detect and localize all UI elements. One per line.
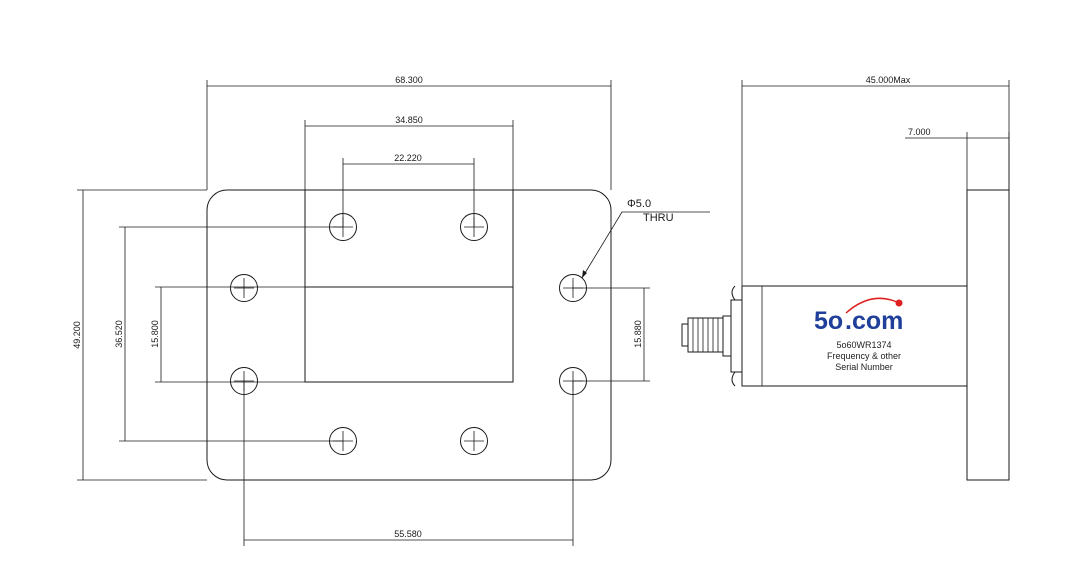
hole-thru-note: THRU <box>643 212 674 224</box>
dim-label: 22.220 <box>394 153 422 163</box>
dim-aperture-height-left: 15.800 <box>150 286 305 383</box>
connector-hex <box>722 315 732 357</box>
dim-overall-height: 49.200 <box>72 189 207 481</box>
mounting-hole <box>230 274 258 302</box>
logo-text: .com <box>845 307 903 335</box>
dim-flange-thickness: 7.000 <box>905 127 1010 190</box>
dim-overall-length: 45.000Max <box>741 75 1010 286</box>
side-view: 5o .com 5o60WR1374 Frequency & other Ser… <box>681 75 1010 481</box>
label-line-frequency: Frequency & other <box>827 351 901 361</box>
dim-hole-spacing-bottom: 55.580 <box>243 381 574 546</box>
label-line-serial: Serial Number <box>835 362 893 372</box>
hole-callout: Φ5.0 THRU <box>581 198 710 279</box>
dim-label: 15.800 <box>150 320 160 348</box>
product-label: 5o .com 5o60WR1374 Frequency & other Ser… <box>814 297 903 372</box>
side-flange <box>966 189 1010 481</box>
dim-label: 36.520 <box>114 320 124 348</box>
dim-label: 45.000Max <box>866 75 911 85</box>
dim-aperture-height-right: 15.880 <box>573 287 650 382</box>
dim-hole-spacing-vertical: 36.520 <box>114 226 343 442</box>
sma-connector <box>681 317 724 353</box>
logo-number: 5o <box>814 307 843 335</box>
hole-diameter-note: Φ5.0 <box>627 198 651 210</box>
mounting-hole <box>460 427 488 455</box>
front-view: 68.300 34.850 22.220 49.200 <box>72 75 710 546</box>
waveguide-aperture <box>304 286 514 383</box>
dim-flange-inner-width: 34.850 <box>304 115 514 190</box>
dim-hole-spacing-top: 22.220 <box>342 153 475 227</box>
dim-label: 34.850 <box>395 115 423 125</box>
dim-label: 55.580 <box>394 529 422 539</box>
logo-swoosh <box>845 297 900 314</box>
dim-label: 68.300 <box>395 75 423 85</box>
dim-label: 49.200 <box>72 321 82 349</box>
connector-mount-detail <box>731 285 736 387</box>
dim-label: 7.000 <box>908 127 931 137</box>
model-number: 5o60WR1374 <box>836 340 891 350</box>
flange-outline <box>206 189 612 481</box>
logo-dot <box>895 299 903 307</box>
connector-mount <box>730 299 743 373</box>
dim-label: 15.880 <box>633 320 643 348</box>
dim-overall-width: 68.300 <box>206 75 612 190</box>
